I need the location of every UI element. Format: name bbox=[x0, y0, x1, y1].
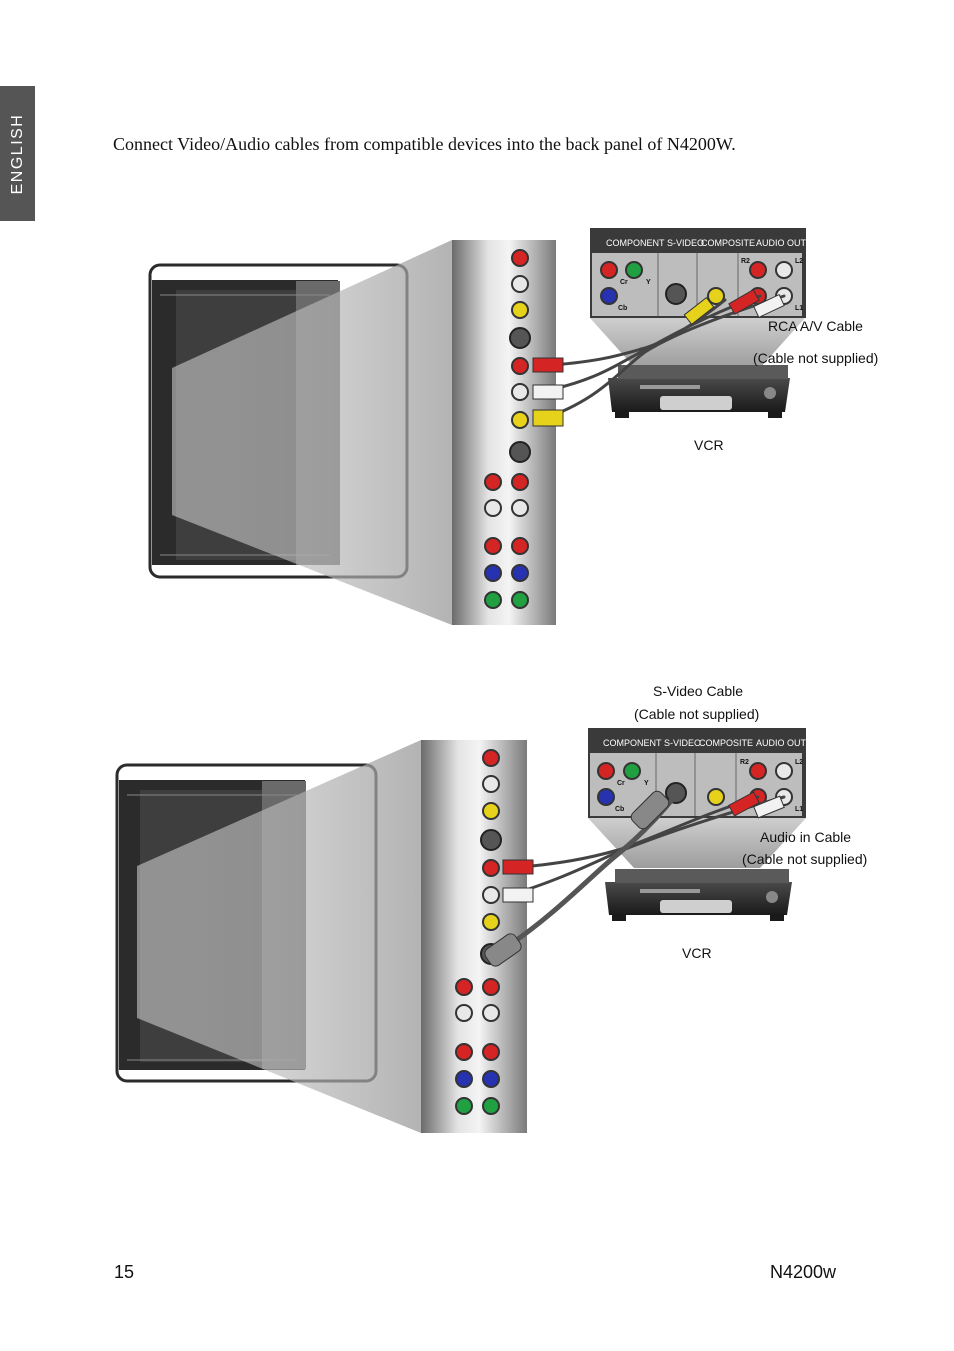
audio-cable-label: Audio in Cable bbox=[760, 829, 852, 845]
figure-1-rca-connection: COMPONENT S-VIDEO COMPOSITE AUDIO OUT Cr… bbox=[148, 228, 807, 625]
panel-label-r2-2: R2 bbox=[740, 759, 749, 766]
panel-label-l2: L2 bbox=[795, 258, 803, 265]
vcr-unit bbox=[608, 365, 790, 418]
panel-label-audio-out-2: AUDIO OUT bbox=[756, 738, 807, 748]
rca-cable-note: (Cable not supplied) bbox=[753, 350, 879, 366]
panel-label-y-2: Y bbox=[644, 780, 649, 787]
figure-2-svideo-connection: COMPONENT S-VIDEO COMPOSITE AUDIO OUT Cr… bbox=[115, 728, 807, 1133]
vcr-unit-2 bbox=[605, 869, 792, 921]
svideo-cable-note: (Cable not supplied) bbox=[634, 706, 760, 722]
panel-label-cr-2: Cr bbox=[617, 780, 625, 787]
rca-cable-label: RCA A/V Cable bbox=[768, 318, 863, 334]
panel-label-l1: L1 bbox=[795, 305, 803, 312]
rca-av-cable bbox=[532, 289, 786, 427]
intro-text: Connect Video/Audio cables from compatib… bbox=[113, 134, 736, 154]
panel-label-cb-2: Cb bbox=[615, 806, 624, 813]
language-tab: ENGLISH bbox=[0, 86, 35, 221]
audio-cable-note: (Cable not supplied) bbox=[742, 851, 868, 867]
svideo-cable-label: S-Video Cable bbox=[653, 683, 744, 699]
panel-label-component: COMPONENT bbox=[606, 238, 665, 248]
zoom-beam-2 bbox=[137, 740, 421, 1133]
panel-label-l2-2: L2 bbox=[795, 759, 803, 766]
vcr-rear-panel-2: COMPONENT S-VIDEO COMPOSITE AUDIO OUT Cr… bbox=[588, 728, 807, 868]
panel-label-l1-2: L1 bbox=[795, 806, 803, 813]
vcr-label-1: VCR bbox=[694, 437, 724, 453]
panel-label-cb: Cb bbox=[618, 305, 627, 312]
panel-label-component-2: COMPONENT bbox=[603, 738, 662, 748]
panel-label-composite: COMPOSITE bbox=[701, 238, 755, 248]
panel-label-svideo: S-VIDEO bbox=[667, 238, 704, 248]
panel-label-composite-2: COMPOSITE bbox=[699, 738, 753, 748]
model-name: N4200w bbox=[770, 1262, 837, 1282]
panel-label-svideo-2: S-VIDEO bbox=[664, 738, 701, 748]
panel-label-cr: Cr bbox=[620, 279, 628, 286]
panel-label-r2: R2 bbox=[741, 258, 750, 265]
tv-connector-strip bbox=[452, 240, 556, 625]
panel-label-y: Y bbox=[646, 279, 651, 286]
svideo-and-audio-cables bbox=[484, 790, 786, 967]
zoom-beam bbox=[172, 240, 452, 625]
panel-label-audio-out: AUDIO OUT bbox=[756, 238, 807, 248]
vcr-label-2: VCR bbox=[682, 945, 712, 961]
page-number: 15 bbox=[114, 1262, 135, 1282]
